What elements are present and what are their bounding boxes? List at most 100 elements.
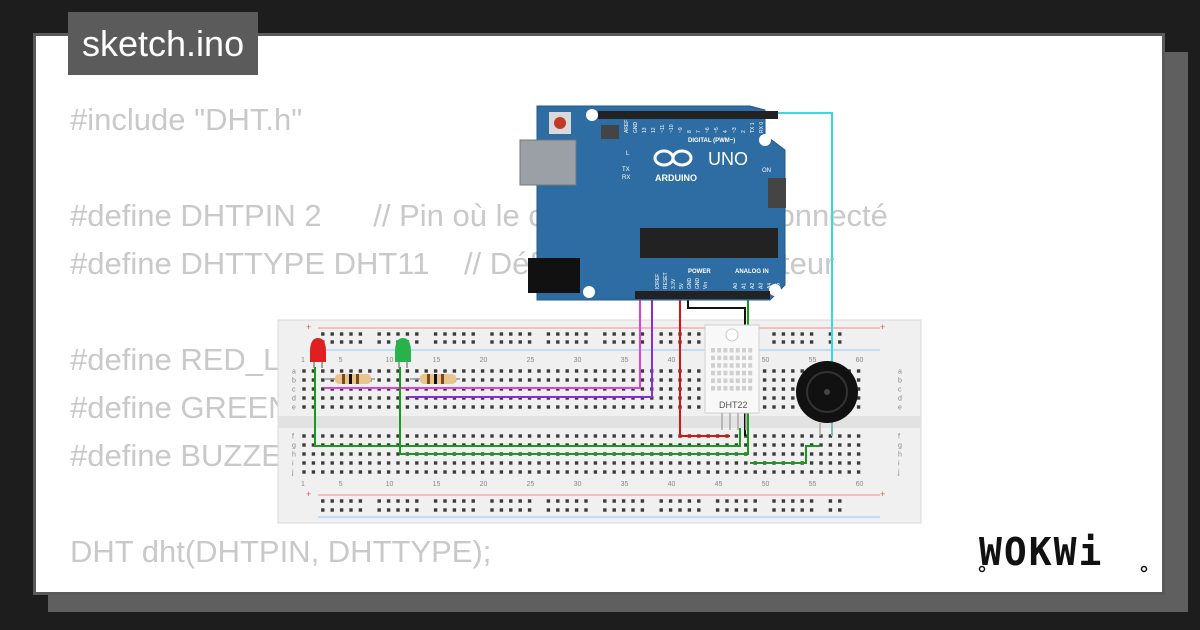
breadboard-hole [744, 461, 748, 465]
rail-hole [358, 508, 363, 512]
resistor-2-band-1 [427, 374, 430, 384]
breadboard-hole [377, 378, 381, 382]
rail-hole [339, 332, 344, 336]
breadboard-hole [584, 405, 588, 409]
rail-hole [715, 508, 720, 512]
rail-hole [668, 499, 673, 503]
row-letter: f [292, 434, 294, 441]
breadboard-hole [415, 405, 419, 409]
breadboard-hole [612, 461, 616, 465]
rail-hole [452, 499, 457, 503]
led-green[interactable] [395, 338, 411, 368]
rail-hole [697, 499, 701, 503]
resistor-2[interactable] [410, 374, 460, 384]
rail-hole [621, 332, 626, 336]
rail-hole [678, 508, 682, 512]
breadboard-hole [518, 470, 522, 474]
arduino-uno[interactable]: UNO ARDUINO DIGITAL (PWM~) POWER ANALOG … [519, 105, 786, 301]
breadboard-hole [621, 434, 626, 438]
breadboard-hole [452, 405, 457, 409]
breadboard-hole [856, 443, 861, 447]
rail-hole [405, 499, 410, 503]
wire-green-led-red[interactable] [314, 367, 741, 447]
rail-hole [490, 508, 494, 512]
code-line: #include "DHT.h" [70, 102, 303, 137]
breadboard-hole [791, 396, 795, 400]
rail-hole [744, 499, 748, 503]
breadboard-hole [321, 378, 325, 382]
breadboard-hole [480, 369, 485, 373]
breadboard-hole [358, 470, 363, 474]
breadboard-hole [405, 434, 410, 438]
breadboard-hole [697, 470, 701, 474]
breadboard-hole [772, 369, 776, 373]
rail-hole [603, 340, 607, 344]
breadboard-hole [809, 470, 814, 474]
rail-hole [640, 340, 645, 344]
breadboard-hole [452, 461, 457, 465]
breadboard-hole [612, 434, 616, 438]
pin-label: ~9 [678, 127, 684, 133]
rail-hole [603, 332, 607, 336]
breadboard-hole [697, 369, 701, 373]
breadboard-hole [584, 369, 588, 373]
rail-hole [791, 340, 795, 344]
breadboard-hole [462, 378, 466, 382]
pin-label: ~6 [705, 127, 711, 133]
breadboard-hole [311, 434, 316, 438]
pin-label: RESET [663, 272, 669, 289]
breadboard-hole [480, 378, 485, 382]
pin-label: A5 [776, 283, 782, 289]
breadboard-hole [499, 369, 504, 373]
dht22-vent-slot [742, 348, 746, 353]
file-tab[interactable]: sketch.ino [68, 12, 259, 75]
resistor-1-body [335, 374, 371, 384]
led-red[interactable] [310, 338, 326, 368]
dht22-sensor[interactable]: DHT22 [704, 324, 760, 430]
pin-label: A2 [750, 283, 756, 289]
breadboard-hole [800, 434, 804, 438]
breadboard-hole [650, 461, 654, 465]
column-number-top: 60 [856, 357, 864, 364]
rail-hole [659, 499, 663, 503]
column-number-top: 40 [668, 357, 676, 364]
breadboard-hole [819, 452, 823, 456]
breadboard-hole [349, 461, 353, 465]
breadboard-hole [621, 378, 626, 382]
breadboard-hole [471, 461, 475, 465]
breadboard-hole [603, 470, 607, 474]
breadboard-hole [762, 396, 767, 400]
rail-hole [828, 332, 833, 336]
breadboard-hole [781, 396, 786, 400]
rail-hole [753, 508, 757, 512]
breadboard-hole [753, 470, 757, 474]
row-letter: b [898, 378, 902, 385]
dht22-vent-slot [711, 355, 715, 361]
breadboard-hole [631, 369, 635, 373]
breadboard-hole [396, 461, 400, 465]
breadboard-hole [800, 452, 804, 456]
rail-hole [349, 499, 353, 503]
breadboard-hole [546, 405, 551, 409]
resistor-1[interactable] [325, 374, 375, 384]
rail-hole [772, 499, 776, 503]
wire-green-buzzer[interactable] [750, 445, 820, 464]
rail-hole [838, 508, 842, 512]
breadboard-hole [847, 461, 851, 465]
digital-header[interactable] [598, 111, 778, 119]
breadboard-hole [706, 461, 710, 465]
wire-red-5v[interactable] [679, 295, 730, 437]
power-analog-header[interactable] [635, 291, 770, 299]
reset-button-cap [554, 117, 566, 129]
breadboard-hole [687, 369, 692, 373]
rail-hole [377, 332, 381, 336]
wokwi-logo[interactable]: WOKWi [976, 525, 1151, 575]
breadboard-hole [603, 369, 607, 373]
buzzer[interactable] [796, 361, 858, 436]
resistor-2-band-2 [434, 374, 437, 384]
rail-hole [415, 340, 419, 344]
rail-hole [838, 499, 842, 503]
breadboard-hole [405, 405, 410, 409]
